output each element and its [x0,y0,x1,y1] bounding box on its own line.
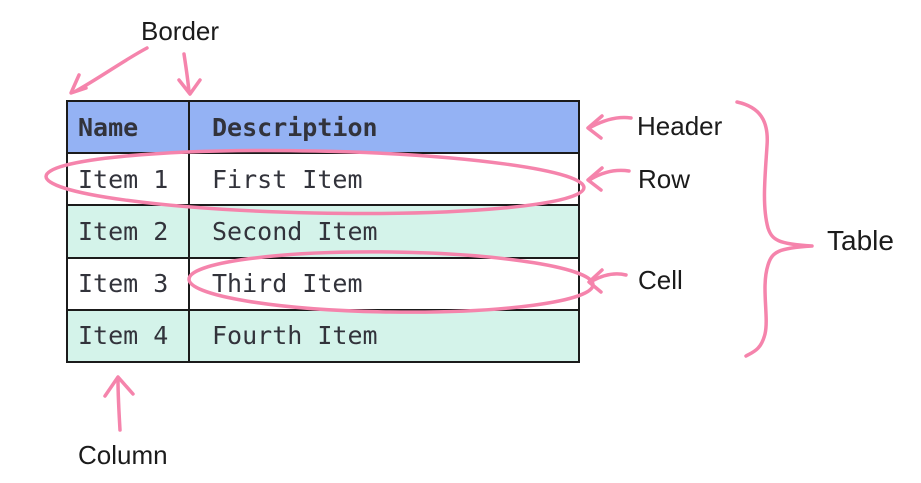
header-arrow [589,115,633,129]
row-arrow-head [586,166,604,192]
border-arrow-vertical-head [177,78,202,96]
demo-table: Name Description Item 1 First Item Item … [66,99,580,364]
column-header-description: Description [188,99,580,155]
cell-arrow-head [587,268,604,294]
cell-name: Item 1 [66,152,190,207]
cell-name: Item 4 [66,308,190,364]
border-arrow-vertical [182,52,191,94]
column-header-name: Name [66,99,190,155]
cell-description: Second Item [188,204,580,259]
table-row: Item 4 Fourth Item [66,308,580,364]
table-header-row: Name Description [66,99,580,155]
header-label: Header [637,111,723,141]
row-label: Row [638,164,691,194]
cell-description: First Item [188,152,580,207]
table-label: Table [827,225,894,256]
header-arrow-head [586,114,604,140]
cell-description: Third Item [188,256,580,311]
cell-name: Item 3 [66,256,190,311]
cell-description: Fourth Item [188,308,580,364]
column-label: Column [78,440,168,470]
row-arrow [589,168,631,181]
column-arrow-head [103,375,135,398]
border-arrow-diagonal-head [69,73,88,95]
cell-label: Cell [638,265,683,295]
column-arrow [116,378,122,432]
cell-arrow [590,272,628,283]
table-row: Item 2 Second Item [66,204,580,259]
table-row: Item 1 First Item [66,152,580,207]
cell-name: Item 2 [66,204,190,259]
border-label: Border [141,16,220,46]
table-brace [735,100,814,358]
table-row: Item 3 Third Item [66,256,580,311]
border-arrow-diagonal [74,46,149,93]
